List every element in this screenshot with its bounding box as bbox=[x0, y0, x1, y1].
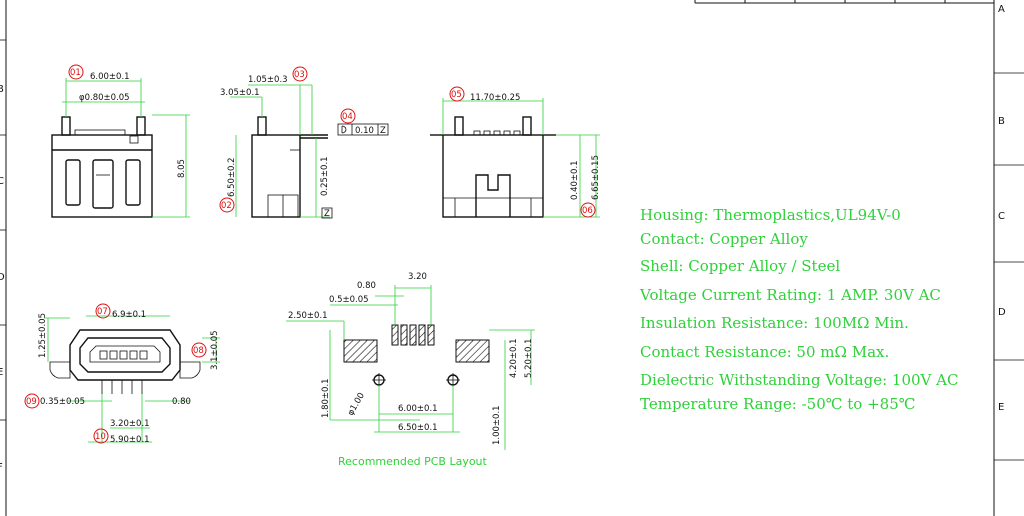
callout-09: 09 bbox=[26, 397, 37, 407]
spec-contact-resistance: Contact Resistance: 50 mΩ Max. bbox=[640, 343, 890, 361]
pcb-dim-0-5: 0.5±0.05 bbox=[329, 295, 369, 305]
pcb-pin-pad bbox=[427, 324, 435, 346]
callout-07: 07 bbox=[97, 307, 108, 317]
pcb-dim-6-50: 6.50±0.1 bbox=[398, 423, 438, 433]
spec-shell: Shell: Copper Alloy / Steel bbox=[640, 257, 841, 275]
dim-5-90: 5.90±0.1 bbox=[110, 435, 150, 445]
rear-view: 11.70±0.25 0.40±0.1 6.65±0.15 05 06 bbox=[430, 86, 601, 218]
pcb-dim-1-80: 1.80±0.1 bbox=[321, 378, 331, 418]
dim-6-65: 6.65±0.15 bbox=[591, 155, 601, 200]
dim-0-80-face: 0.80 bbox=[172, 397, 191, 407]
zone-letter-left-f: F bbox=[0, 462, 3, 473]
spec-voltage-current: Voltage Current Rating: 1 AMP. 30V AC bbox=[640, 286, 941, 304]
pcb-pad-left bbox=[343, 339, 378, 363]
flatness-datum: Z bbox=[380, 126, 386, 136]
zone-letter-left-e: E bbox=[0, 367, 3, 378]
dim-3-1: 3.1±0.05 bbox=[210, 330, 220, 370]
pcb-dim-2-50: 2.50±0.1 bbox=[288, 311, 328, 321]
dim-3-20-face: 3.20±0.1 bbox=[110, 419, 150, 429]
zone-letter-b: B bbox=[998, 116, 1005, 127]
pcb-pin-pad bbox=[391, 324, 399, 346]
dim-8-05: 8.05 bbox=[177, 159, 187, 178]
pcb-pin-pad bbox=[400, 324, 408, 346]
dim-6-50-vertical: 6.50±0.2 bbox=[227, 157, 237, 197]
dim-3-05: 3.05±0.1 bbox=[220, 88, 260, 98]
spec-dielectric-voltage: Dielectric Withstanding Voltage: 100V AC bbox=[640, 371, 959, 389]
datum-z: Z bbox=[324, 209, 330, 219]
zone-letter-left-c: C bbox=[0, 176, 4, 187]
dim-0-25: 0.25±0.1 bbox=[320, 156, 330, 196]
pcb-dim-1-00: 1.00±0.1 bbox=[492, 405, 502, 445]
dim-pin-diameter: φ0.80±0.05 bbox=[79, 93, 130, 103]
spec-temperature-range: Temperature Range: -50℃ to +85℃ bbox=[640, 395, 916, 413]
dim-1-05: 1.05±0.3 bbox=[248, 75, 288, 85]
pcb-dim-4-20: 4.20±0.1 bbox=[509, 338, 519, 378]
callout-10: 10 bbox=[95, 432, 106, 442]
spec-insulation-resistance: Insulation Resistance: 100MΩ Min. bbox=[640, 314, 909, 332]
zone-letter-left-d: D bbox=[0, 272, 5, 283]
pcb-dim-3-20: 3.20 bbox=[408, 272, 427, 282]
zone-letter-d: D bbox=[998, 307, 1006, 318]
dim-1-25: 1.25±0.05 bbox=[38, 313, 48, 358]
callout-08: 08 bbox=[193, 346, 204, 356]
dim-0-40: 0.40±0.1 bbox=[570, 160, 580, 200]
callout-02: 02 bbox=[221, 201, 232, 211]
callout-04: 04 bbox=[342, 112, 353, 122]
pcb-caption: Recommended PCB Layout bbox=[338, 455, 488, 468]
callout-01: 01 bbox=[70, 68, 81, 78]
callout-05: 05 bbox=[451, 90, 462, 100]
pcb-pin-pad bbox=[418, 324, 426, 346]
callout-06: 06 bbox=[582, 206, 593, 216]
plug-face-view: 6.9±0.1 1.25±0.05 3.1±0.05 0.35±0.05 0.8… bbox=[24, 303, 220, 445]
pcb-layout: 0.80 3.20 0.5±0.05 2.50±0.1 4.20±0.1 5.2… bbox=[286, 272, 535, 468]
dim-6-00: 6.00±0.1 bbox=[90, 72, 130, 82]
dim-0-35: 0.35±0.05 bbox=[40, 397, 85, 407]
callout-03: 03 bbox=[294, 70, 305, 80]
pcb-pin-pad bbox=[409, 324, 417, 346]
dim-11-70: 11.70±0.25 bbox=[470, 93, 520, 103]
zone-letter-c: C bbox=[998, 211, 1005, 222]
pcb-dim-6-00: 6.00±0.1 bbox=[398, 404, 438, 414]
front-view: 6.00±0.1 φ0.80±0.05 8.05 01 bbox=[51, 64, 190, 218]
spec-housing: Housing: Thermoplastics,UL94V-0 bbox=[640, 206, 901, 224]
pcb-pad-right bbox=[455, 339, 490, 363]
zone-letter-left-b: B bbox=[0, 84, 4, 95]
side-view: 1.05±0.3 3.05±0.1 6.50±0.2 0.25±0.1 03 0… bbox=[219, 66, 389, 219]
dim-6-9: 6.9±0.1 bbox=[112, 310, 146, 320]
pcb-dim-0-80: 0.80 bbox=[357, 281, 376, 291]
pcb-dim-5-20: 5.20±0.1 bbox=[524, 338, 534, 378]
flatness-tolerance: 0.10 bbox=[355, 126, 374, 136]
zone-letter-a: A bbox=[998, 4, 1005, 15]
zone-letter-e: E bbox=[998, 402, 1004, 413]
spec-contact: Contact: Copper Alloy bbox=[640, 230, 808, 248]
pcb-dim-hole: φ1.00 bbox=[346, 391, 367, 417]
